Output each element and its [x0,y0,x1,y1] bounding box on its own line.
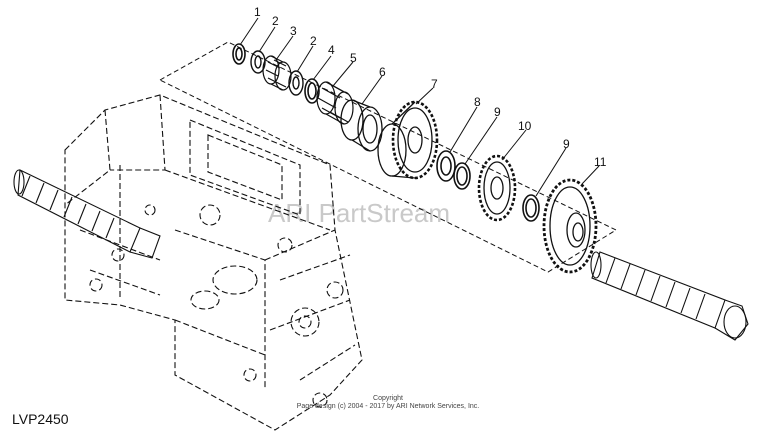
copyright-notice: Copyright Page design (c) 2004 - 2017 by… [268,395,508,411]
copyright-line-1: Copyright [373,395,403,402]
callout-2: 2 [272,14,279,28]
input-shaft [13,169,161,259]
part-4-ring [304,78,320,104]
part-11-large-gear [542,178,598,274]
transmission-housing [64,94,363,431]
part-2-washer-second [288,70,304,96]
callout-8: 8 [474,95,481,109]
copyright-line-2: Page design (c) 2004 - 2017 by ARI Netwo… [296,403,480,410]
callout-2-second: 2 [310,34,317,48]
part-3-needle-bearing [262,55,292,91]
callout-7: 7 [431,77,438,91]
callout-3: 3 [290,24,297,38]
reference-plane [158,41,618,273]
output-shaft [590,251,749,341]
callout-9-second: 9 [563,137,570,151]
part-9-snap-ring-second [522,194,540,222]
part-1-snap-ring [232,43,246,65]
part-7-cluster-gear [377,100,439,180]
callout-6: 6 [379,65,386,79]
watermark-text: ARI PartStream [268,198,450,228]
callout-11: 11 [594,155,607,169]
callout-1: 1 [254,5,261,19]
part-6-sleeve [340,99,383,152]
callout-10: 10 [518,119,532,133]
callout-9: 9 [494,105,501,119]
figure-id: LVP2450 [12,411,69,427]
part-8-washer [436,150,456,182]
part-10-gear [477,154,517,222]
part-9-snap-ring [453,162,471,190]
part-5-needle-bearing [316,81,354,125]
callout-5: 5 [350,51,357,65]
callout-leaders [239,17,600,197]
callout-4: 4 [328,43,335,57]
